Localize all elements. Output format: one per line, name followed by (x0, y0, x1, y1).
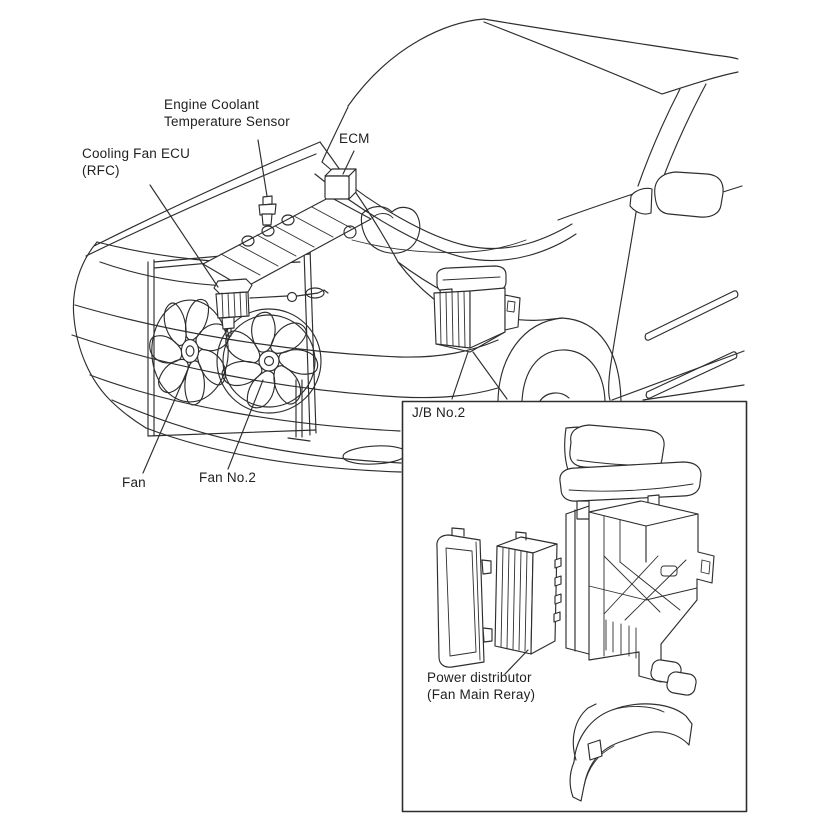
label-line: Temperature Sensor (164, 114, 290, 129)
label-power-distributor: Power distributor (Fan Main Reray) (427, 669, 535, 703)
cooling-fan-ecu-part (214, 279, 328, 336)
label-line: (RFC) (82, 163, 120, 178)
power-distributor-leader (505, 650, 528, 674)
car-outline (72, 19, 744, 472)
label-jb-no2: J/B No.2 (412, 405, 466, 420)
jb2-side-cover (437, 528, 492, 667)
power-distributor-part (495, 532, 561, 674)
label-line: Power distributor (427, 670, 532, 685)
jb2-upper-cover (560, 425, 701, 519)
cooling-fan-2 (217, 309, 321, 413)
jb2-inset (403, 402, 747, 812)
ecm-part (325, 169, 356, 199)
label-line: (Fan Main Reray) (427, 687, 536, 702)
label-fan-no2: Fan No.2 (199, 470, 257, 485)
leader-lines (143, 140, 507, 473)
engine (203, 197, 526, 298)
cooling-fan-1 (149, 297, 231, 408)
label-cooling-fan-ecu: Cooling Fan ECU (RFC) (82, 145, 190, 179)
label-line: Engine Coolant (164, 97, 260, 112)
label-fan: Fan (122, 475, 146, 490)
jb2-lower-cover (570, 704, 692, 801)
label-engine-coolant-temperature-sensor: Engine Coolant Temperature Sensor (164, 96, 290, 130)
coolant-temp-sensor-part (259, 196, 276, 225)
fan-2-blades (219, 310, 318, 410)
label-ecm: ECM (339, 131, 370, 146)
fan-1-blades (149, 297, 231, 408)
jb2-main-body (566, 501, 714, 695)
label-line: Cooling Fan ECU (82, 146, 191, 161)
jb2-engine-bay-box (434, 266, 520, 352)
